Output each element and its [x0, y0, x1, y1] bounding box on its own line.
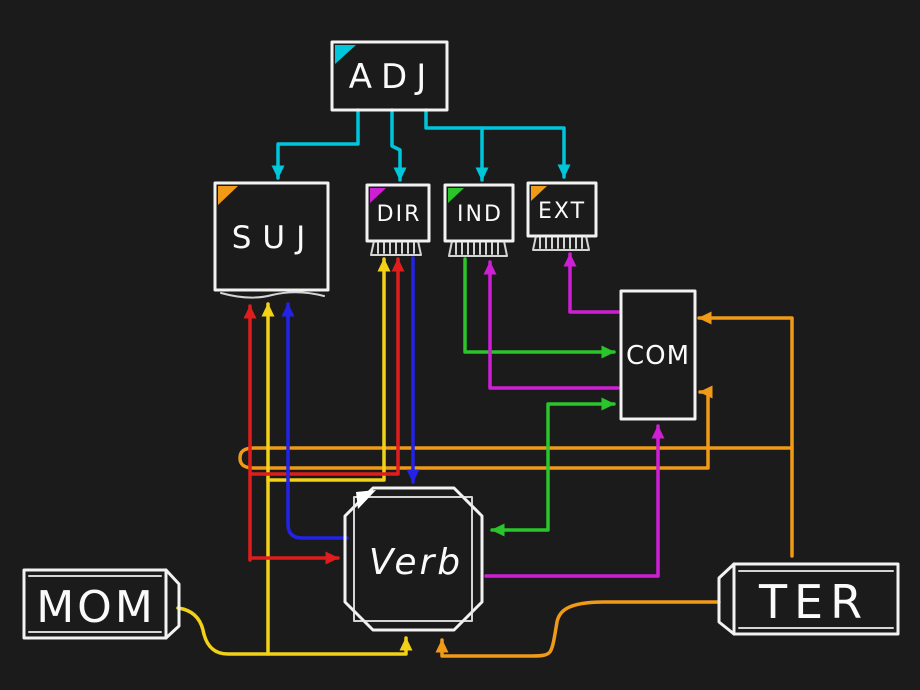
node-com: COM: [619, 289, 697, 421]
node-ext: EXT: [526, 181, 598, 251]
mom-sketch-lines: [28, 575, 162, 633]
ext-teeth-outline: [532, 235, 590, 251]
ter-label: TER: [758, 575, 869, 629]
dir-label: DIR: [377, 202, 422, 227]
ind-teeth: [455, 242, 499, 255]
dir-corner-marker: [370, 188, 386, 203]
ind-label: IND: [457, 202, 503, 227]
ext-box: [526, 181, 598, 238]
yellow-edges: [176, 257, 413, 656]
edge-adj-suj: [271, 108, 360, 180]
adj-box: [330, 40, 449, 112]
blue-edges: [281, 256, 420, 540]
ind-box: [443, 183, 515, 243]
node-ter: TER: [717, 562, 900, 636]
edge-adj-ext: [480, 126, 571, 179]
ter-end-cap: [717, 562, 736, 636]
edge-ter-com-long-loop: [238, 385, 794, 470]
suj-box: [213, 181, 330, 292]
dir-box: [365, 183, 431, 243]
edge-red-to-dir: [250, 257, 405, 476]
suj-bottom-sketch-line: [220, 291, 325, 299]
edge-mom-verb: [176, 606, 413, 656]
verb-corner-marker: [356, 490, 376, 509]
edge-com-ind-magenta: [483, 260, 620, 390]
node-dir: DIR: [365, 183, 431, 256]
dir-teeth: [377, 242, 415, 254]
ind-corner-marker: [448, 188, 464, 203]
node-suj: SUJ: [213, 181, 330, 299]
ter-sketch-lines: [738, 570, 894, 629]
edge-verb-com-green: [490, 397, 616, 537]
cyan-edges: [271, 108, 571, 182]
red-edges: [243, 257, 405, 565]
edge-adj-dir: [390, 108, 407, 182]
dir-teeth-outline: [370, 240, 422, 256]
verb-inner-outline: [353, 496, 473, 622]
magenta-edges: [483, 252, 665, 578]
edge-ind-com-green: [463, 257, 616, 359]
orange-edges: [238, 311, 794, 658]
edge-adj-ind: [424, 108, 489, 182]
verb-label: Verb: [369, 542, 463, 583]
ext-label: EXT: [538, 199, 586, 224]
edge-verb-com-magenta: [484, 424, 665, 578]
com-box: [619, 289, 697, 421]
ter-box: [732, 562, 900, 636]
mom-label: MOM: [36, 582, 156, 633]
adj-label: ADJ: [349, 57, 435, 97]
mom-end-cap: [164, 568, 181, 640]
node-verb: Verb: [343, 486, 484, 632]
com-label: COM: [626, 341, 690, 371]
green-edges: [463, 257, 616, 537]
ind-teeth-outline: [448, 240, 508, 257]
edge-verb-suj-blue: [281, 302, 349, 540]
node-ind: IND: [443, 183, 515, 257]
suj-label: SUJ: [232, 220, 317, 256]
ext-corner-marker: [531, 186, 547, 201]
adj-corner-marker: [335, 45, 356, 64]
node-mom: MOM: [22, 568, 181, 640]
edge-mom-dir: [266, 257, 391, 482]
node-adj: ADJ: [330, 40, 449, 112]
ext-teeth: [539, 237, 583, 249]
suj-corner-marker: [218, 186, 238, 205]
edge-com-ext-magenta: [563, 252, 620, 314]
edge-ter-com-top: [697, 311, 794, 558]
mom-box: [22, 568, 168, 640]
edge-ter-verb: [435, 600, 721, 658]
